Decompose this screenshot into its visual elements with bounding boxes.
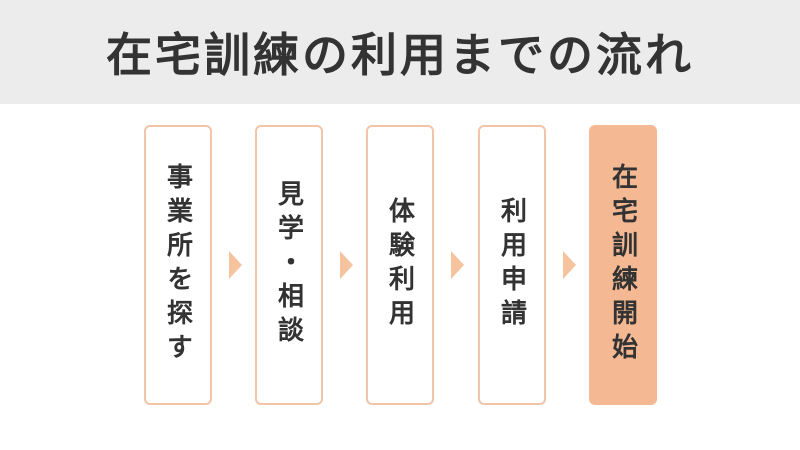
step-label-5: 在宅訓練開始 bbox=[607, 163, 638, 367]
arrow-right-icon bbox=[229, 251, 242, 279]
step-label-1: 事業所を探す bbox=[162, 163, 193, 367]
flow-diagram: 事業所を探す 見学・相談 体験利用 利用申請 在宅訓練開始 bbox=[144, 125, 657, 405]
step-box-2: 見学・相談 bbox=[255, 125, 323, 405]
step-box-5-active: 在宅訓練開始 bbox=[589, 125, 657, 405]
step-box-1: 事業所を探す bbox=[144, 125, 212, 405]
header-banner: 在宅訓練の利用までの流れ bbox=[0, 0, 800, 104]
step-box-3: 体験利用 bbox=[366, 125, 434, 405]
step-label-3: 体験利用 bbox=[384, 197, 415, 333]
page-title: 在宅訓練の利用までの流れ bbox=[106, 28, 694, 82]
step-label-2: 見学・相談 bbox=[273, 180, 304, 350]
arrow-right-icon bbox=[563, 251, 576, 279]
arrow-right-icon bbox=[451, 251, 464, 279]
step-label-4: 利用申請 bbox=[496, 197, 527, 333]
arrow-right-icon bbox=[340, 251, 353, 279]
step-box-4: 利用申請 bbox=[478, 125, 546, 405]
